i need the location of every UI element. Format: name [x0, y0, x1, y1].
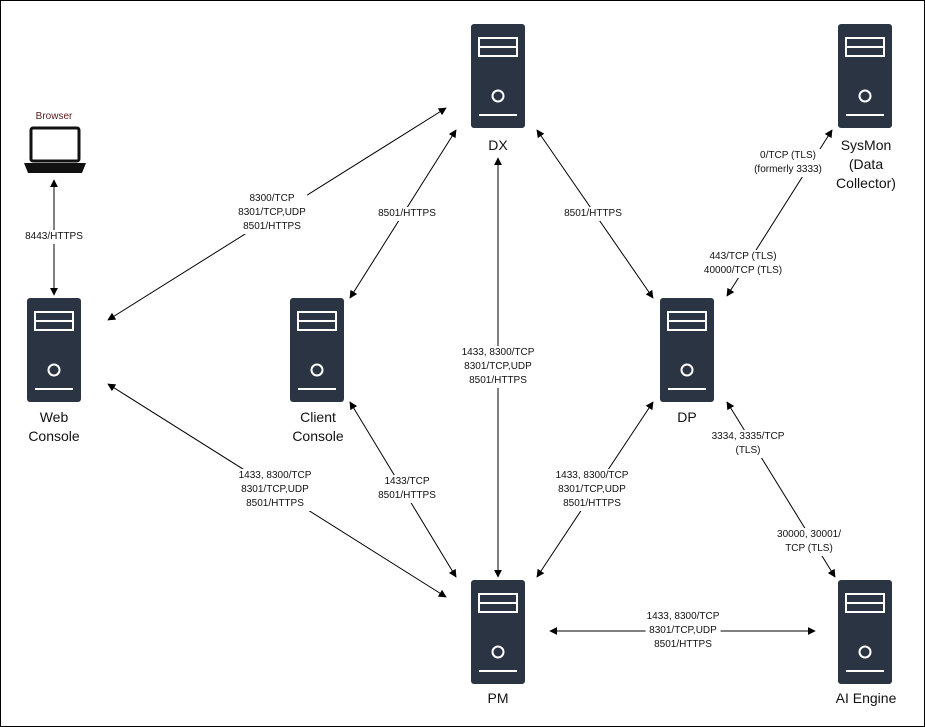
client-console-server-icon [289, 297, 345, 403]
web-console-label: Web Console [28, 409, 80, 444]
sysmon-port-label-top: 0/TCP (TLS) (formerly 3333) [753, 149, 823, 177]
ai-engine-label: AI Engine [835, 690, 897, 706]
client-console-dx-port-label: 8501/HTTPS [377, 207, 437, 221]
dp-ai-engine-port-label-bottom: 30000, 30001/ TCP (TLS) [776, 528, 842, 556]
web-console-dx-port-label: 8300/TCP 8301/TCP,UDP 8501/HTTPS [237, 192, 307, 234]
web-console-pm-port-label: 1433, 8300/TCP 8301/TCP,UDP 8501/HTTPS [237, 469, 313, 511]
sysmon-dp-port-label: 443/TCP (TLS) 40000/TCP (TLS) [702, 250, 784, 278]
browser-label: Browser [35, 111, 73, 122]
dp-label: DP [677, 409, 697, 425]
laptop-icon [24, 126, 86, 173]
dp-pm-port-label: 1433, 8300/TCP 8301/TCP,UDP 8501/HTTPS [554, 469, 630, 511]
client-console-label: Client Console [292, 409, 344, 444]
sysmon-label: SysMon (Data Collector) [836, 137, 896, 191]
dx-server-icon [470, 23, 526, 129]
dp-ai-engine-port-label-top: 3334, 3335/TCP (TLS) [710, 430, 786, 458]
ai-engine-server-icon [837, 579, 893, 685]
dx-pm-port-label: 1433, 8300/TCP 8301/TCP,UDP 8501/HTTPS [460, 346, 536, 388]
pm-server-icon [470, 579, 526, 685]
sysmon-server-icon [837, 23, 893, 129]
pm-label: PM [487, 690, 509, 706]
dp-server-icon [659, 297, 715, 403]
web-console-server-icon [26, 297, 82, 403]
pm-ai-engine-port-label: 1433, 8300/TCP 8301/TCP,UDP 8501/HTTPS [645, 610, 721, 652]
client-console-pm-port-label: 1433/TCP 8501/HTTPS [377, 475, 437, 503]
dx-dp-port-label: 8501/HTTPS [563, 207, 623, 221]
browser-web-console-port-label: 8443/HTTPS [24, 230, 84, 244]
dx-label: DX [488, 137, 508, 153]
